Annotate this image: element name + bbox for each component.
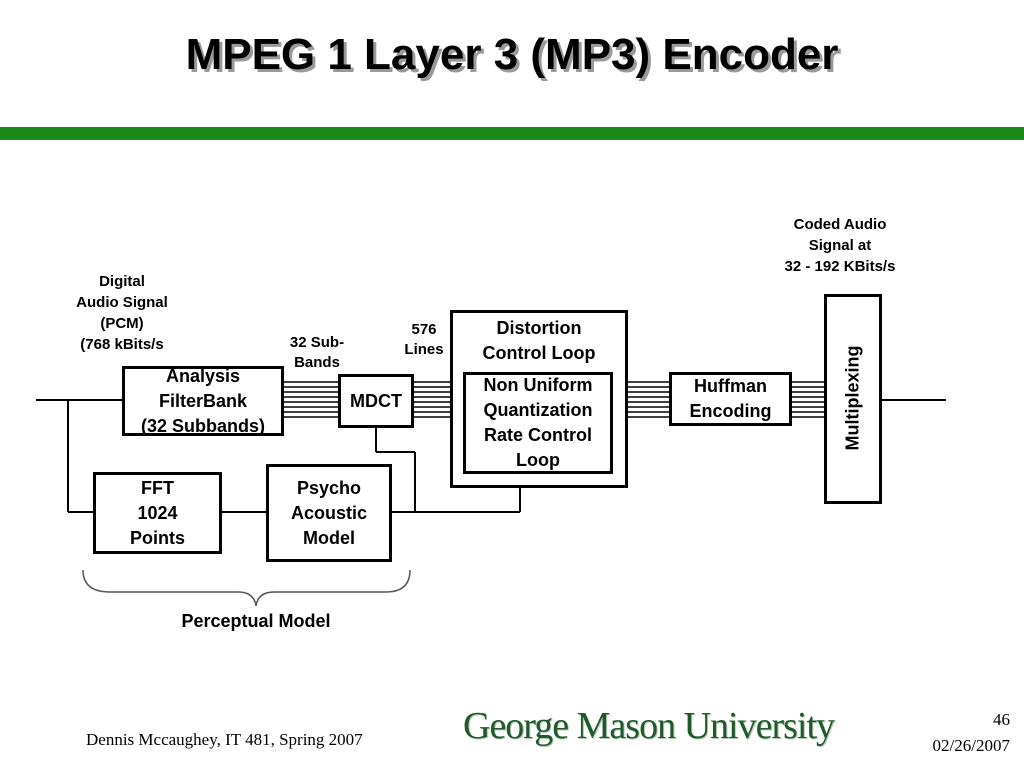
multiplexing-block [824, 294, 882, 504]
title-divider-bar [0, 127, 1024, 140]
psycho-acoustic-model-block: Psycho Acoustic Model [266, 464, 392, 562]
input-signal-label: Digital Audio Signal (PCM) (768 kBits/s [76, 273, 168, 353]
mdct-block: MDCT [338, 374, 414, 428]
analysis-filterbank-block: Analysis FilterBank (32 Subbands) [122, 366, 284, 436]
multiplexing-label: Multiplexing [842, 345, 863, 451]
lines-label: 576 Lines [404, 321, 444, 358]
huffman-encoding-block: Huffman Encoding [669, 372, 792, 426]
university-logo: George Mason University [463, 705, 835, 747]
slide-title: MPEG 1 Layer 3 (MP3) Encoder [185, 30, 839, 79]
distortion-loop-label: Distortion Control Loop [482, 318, 596, 363]
subbands-label: 32 Sub- Bands [289, 334, 345, 371]
page-number: 46 [993, 710, 1010, 729]
fft-block: FFT 1024 Points [93, 472, 222, 554]
footer-date: 02/26/2007 [932, 736, 1010, 755]
quantization-block: Non Uniform Quantization Rate Control Lo… [463, 372, 613, 474]
perceptual-model-label: Perceptual Model [181, 611, 331, 631]
output-signal-label: Coded Audio Signal at 32 - 192 KBits/s [784, 216, 896, 275]
footer-author: Dennis Mccaughey, IT 481, Spring 2007 [86, 730, 363, 749]
